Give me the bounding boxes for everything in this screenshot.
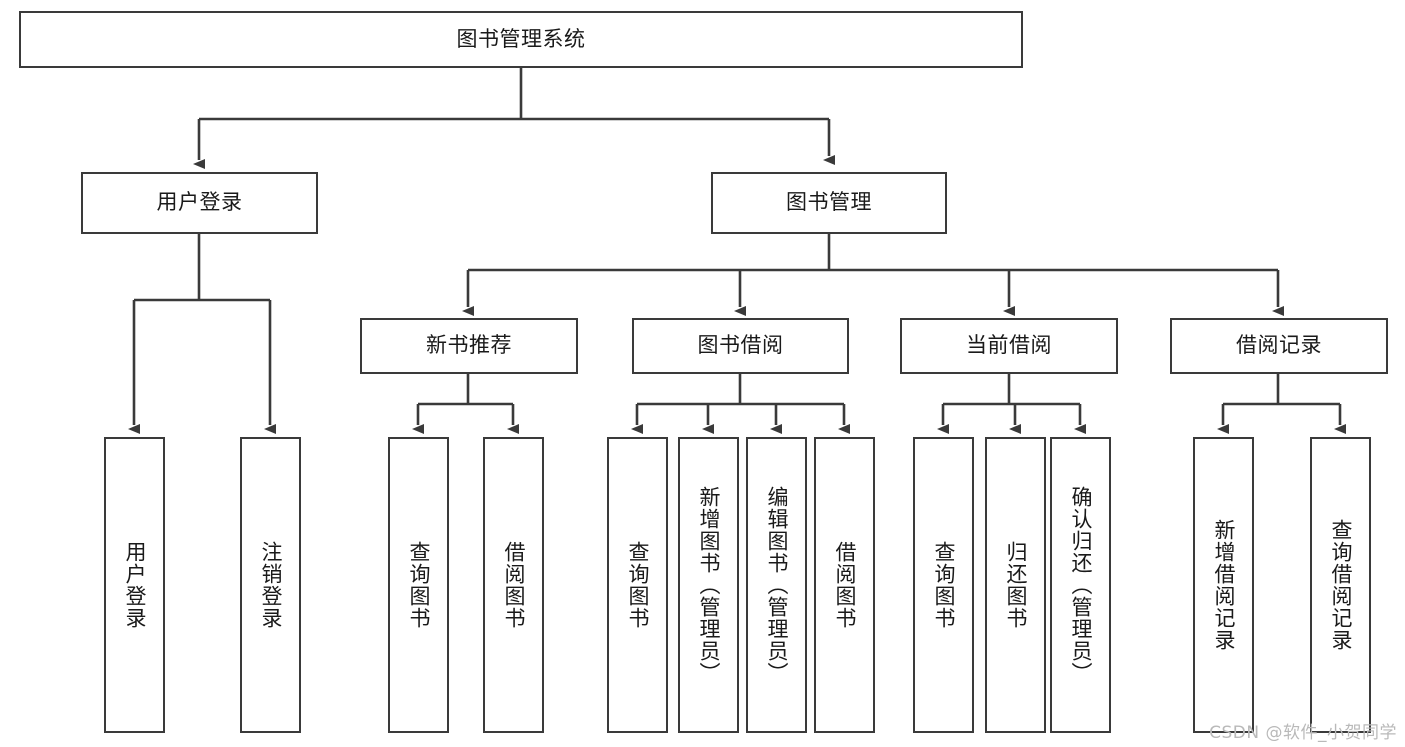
node-label: 新书推荐 <box>426 333 512 358</box>
node-label: 确认归还（管理员） <box>1068 486 1093 684</box>
node-label: 新增借阅记录 <box>1211 519 1236 651</box>
node-label: 当前借阅 <box>966 333 1052 358</box>
node-label: 查询图书 <box>625 541 650 629</box>
node-label: 注销登录 <box>258 541 283 629</box>
leaf-borrow-add-book-admin[interactable]: 新增图书（管理员） <box>678 437 739 733</box>
node-current-borrow[interactable]: 当前借阅 <box>900 318 1118 374</box>
leaf-recommend-borrow-book[interactable]: 借阅图书 <box>483 437 544 733</box>
node-book-management[interactable]: 图书管理 <box>711 172 947 234</box>
watermark: CSDN @软件_小贺同学 <box>1209 723 1397 743</box>
node-borrow-record[interactable]: 借阅记录 <box>1170 318 1388 374</box>
node-label: 新增图书（管理员） <box>696 486 721 684</box>
node-label: 图书管理系统 <box>456 26 586 51</box>
leaf-borrow-query-book[interactable]: 查询图书 <box>607 437 668 733</box>
node-label: 用户登录 <box>156 190 243 215</box>
leaf-current-query-book[interactable]: 查询图书 <box>913 437 974 733</box>
node-book-borrow[interactable]: 图书借阅 <box>632 318 849 374</box>
node-new-book-recommend[interactable]: 新书推荐 <box>360 318 578 374</box>
node-label: 借阅图书 <box>832 541 857 629</box>
leaf-user-login-logout[interactable]: 注销登录 <box>240 437 301 733</box>
leaf-borrow-borrow-book[interactable]: 借阅图书 <box>814 437 875 733</box>
node-label: 借阅记录 <box>1236 333 1322 358</box>
leaf-record-add-record[interactable]: 新增借阅记录 <box>1193 437 1254 733</box>
node-root-title[interactable]: 图书管理系统 <box>19 11 1023 68</box>
node-label: 查询图书 <box>406 541 431 629</box>
node-label: 查询借阅记录 <box>1328 519 1353 651</box>
node-label: 借阅图书 <box>501 541 526 629</box>
leaf-record-query-record[interactable]: 查询借阅记录 <box>1310 437 1371 733</box>
node-label: 用户登录 <box>122 541 147 629</box>
leaf-current-confirm-return-admin[interactable]: 确认归还（管理员） <box>1050 437 1111 733</box>
node-label: 归还图书 <box>1003 541 1028 629</box>
node-label: 图书管理 <box>786 190 872 215</box>
node-label: 编辑图书（管理员） <box>764 486 789 684</box>
node-user-login[interactable]: 用户登录 <box>81 172 318 234</box>
node-label: 图书借阅 <box>697 333 784 358</box>
node-label: 查询图书 <box>931 541 956 629</box>
leaf-recommend-query-book[interactable]: 查询图书 <box>388 437 449 733</box>
leaf-borrow-edit-book-admin[interactable]: 编辑图书（管理员） <box>746 437 807 733</box>
leaf-user-login-login[interactable]: 用户登录 <box>104 437 165 733</box>
leaf-current-return-book[interactable]: 归还图书 <box>985 437 1046 733</box>
